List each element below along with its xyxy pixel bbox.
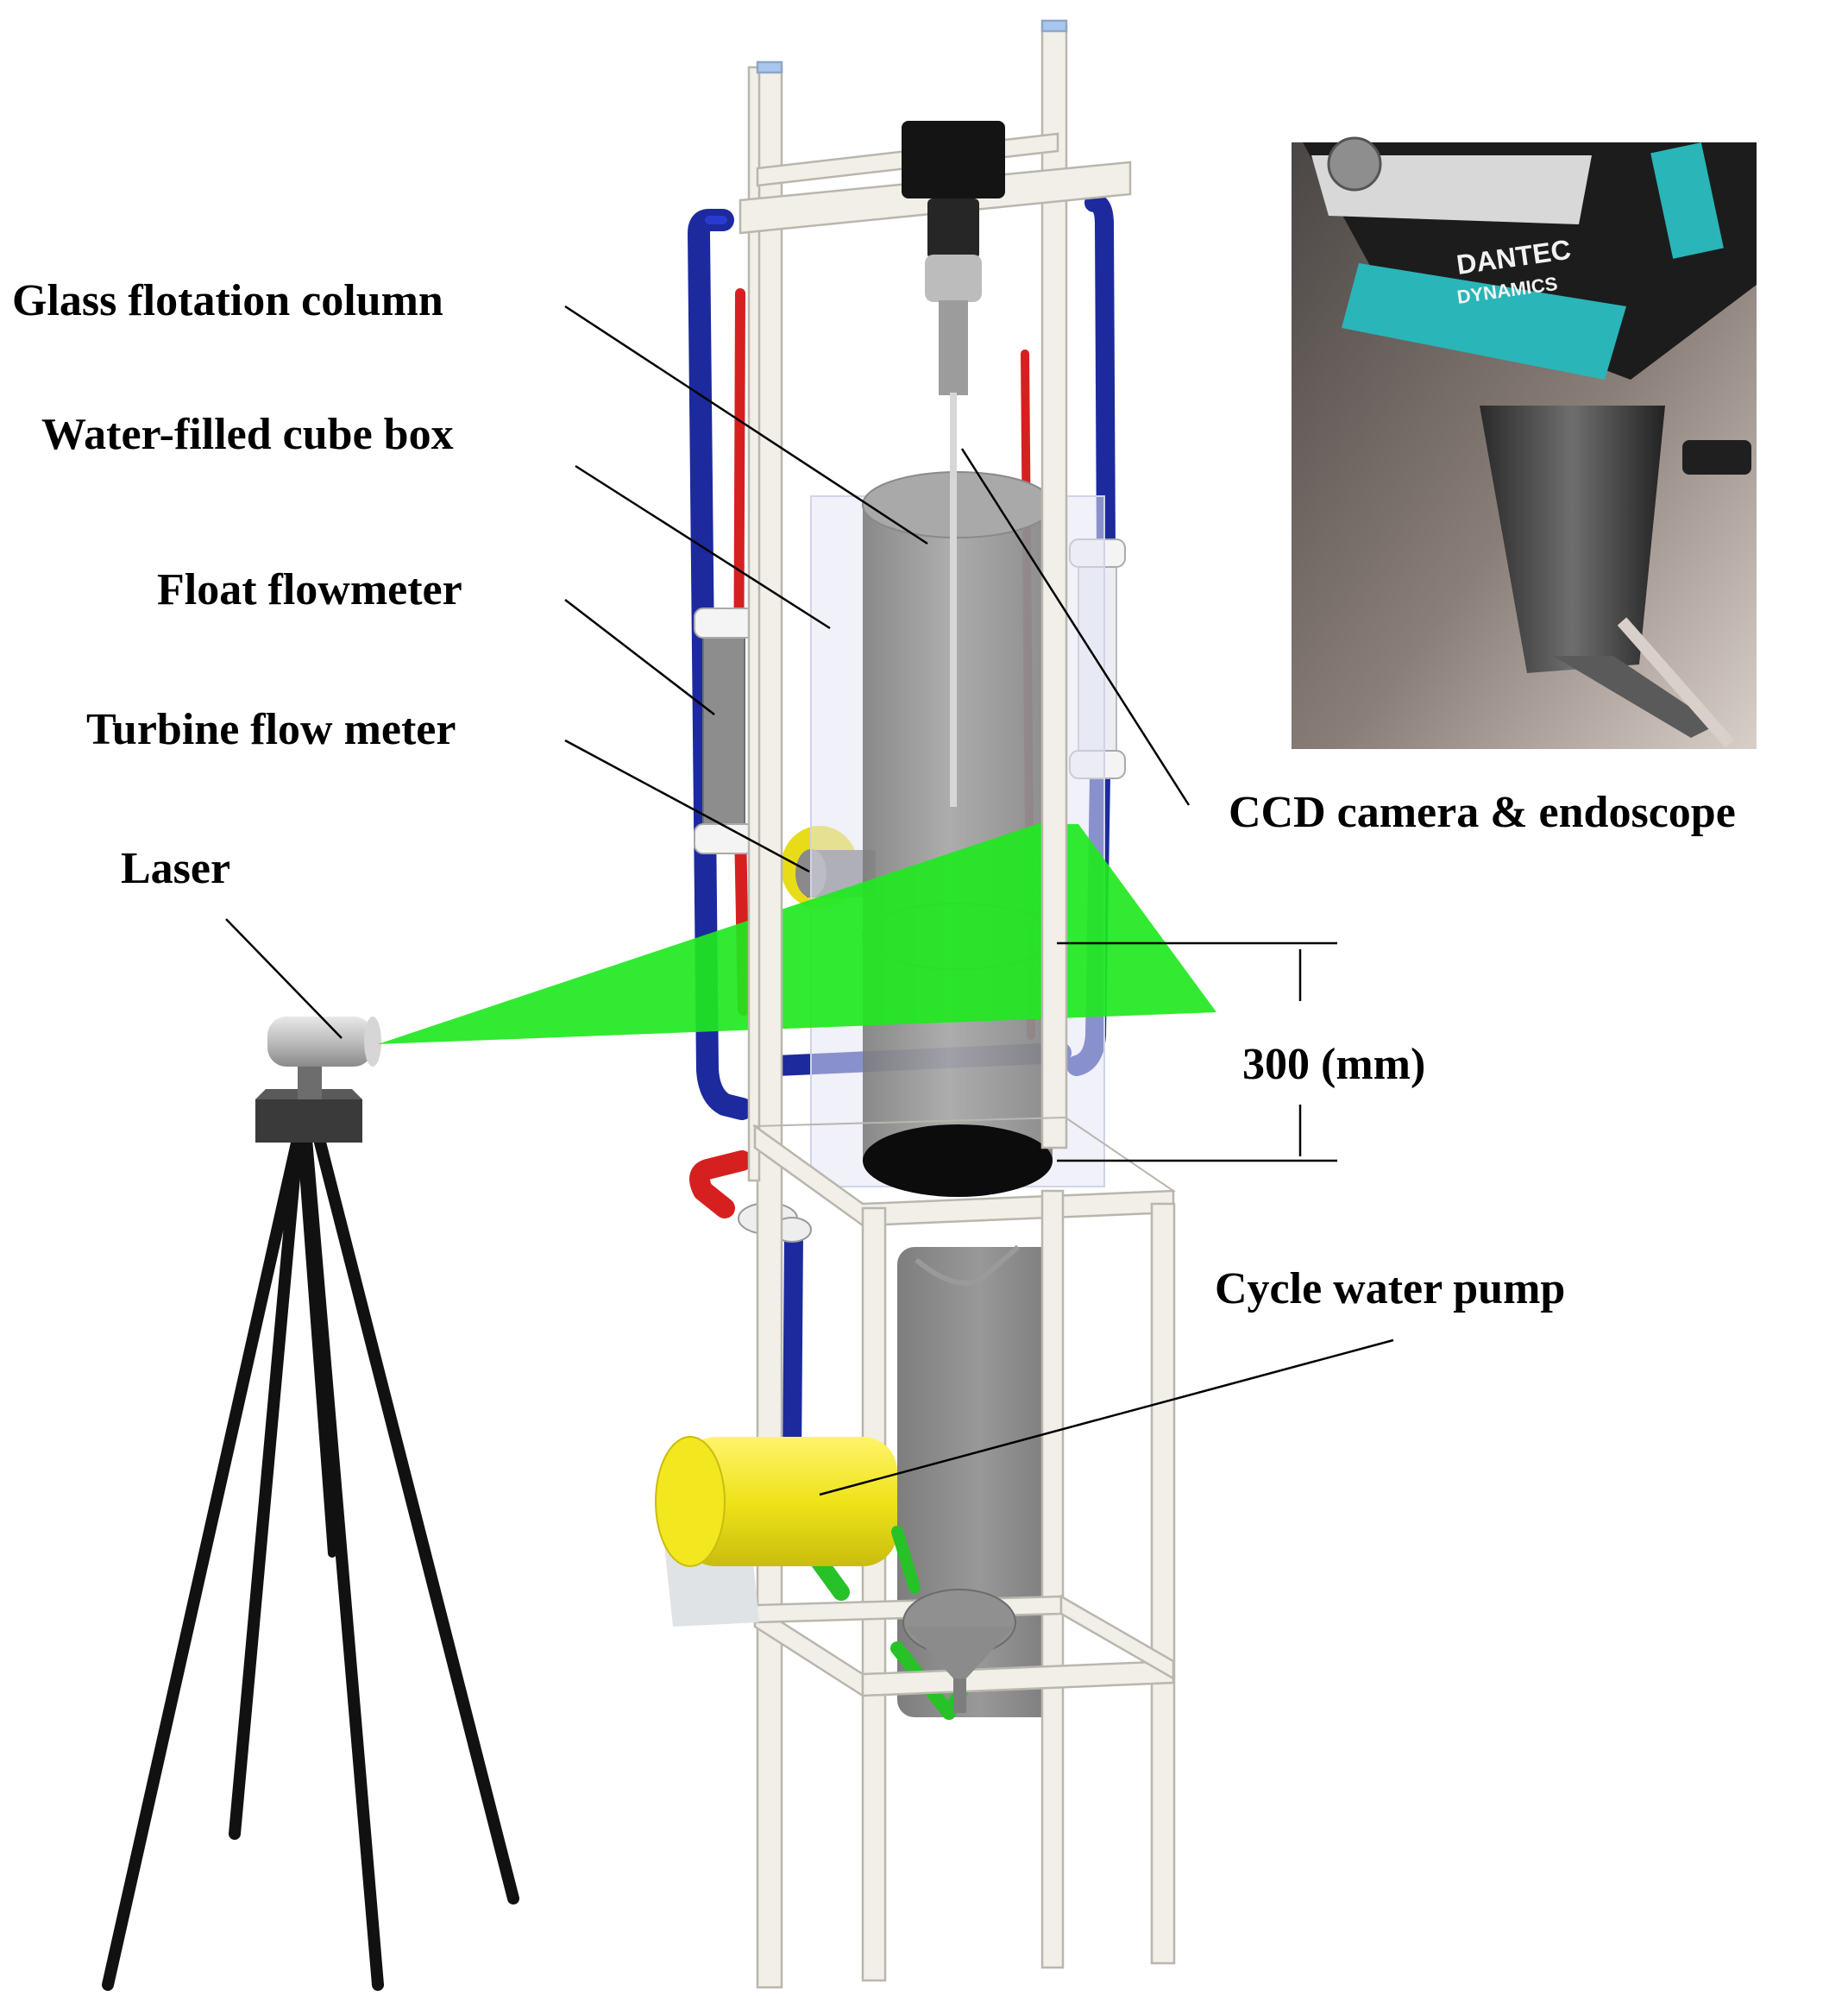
label-distance-300mm: 300 (mm) — [1242, 1040, 1425, 1089]
label-ccd-camera-endoscope: CCD camera & endoscope — [1229, 788, 1736, 837]
cycle-water-pump — [655, 1436, 921, 1627]
tripod — [102, 1133, 519, 1991]
laser-device — [255, 1017, 381, 1143]
leader-lines — [225, 305, 1394, 1496]
laser-light-sheet — [378, 824, 1216, 1044]
float-flowmeter-left — [694, 608, 756, 854]
label-glass-flotation-column: Glass flotation column — [12, 276, 443, 325]
label-turbine-flow-meter: Turbine flow meter — [86, 705, 456, 754]
camera-photo-inset: DANTEC DYNAMICS — [1292, 136, 1757, 749]
label-cycle-water-pump: Cycle water pump — [1215, 1264, 1565, 1313]
label-water-filled-cube-box: Water-filled cube box — [41, 410, 454, 459]
dimension-marker — [1057, 941, 1337, 1162]
label-float-flowmeter: Float flowmeter — [157, 565, 462, 614]
label-laser: Laser — [121, 844, 230, 893]
sparger-funnel — [902, 1589, 1016, 1713]
ccd-camera-diagram — [902, 121, 1005, 807]
